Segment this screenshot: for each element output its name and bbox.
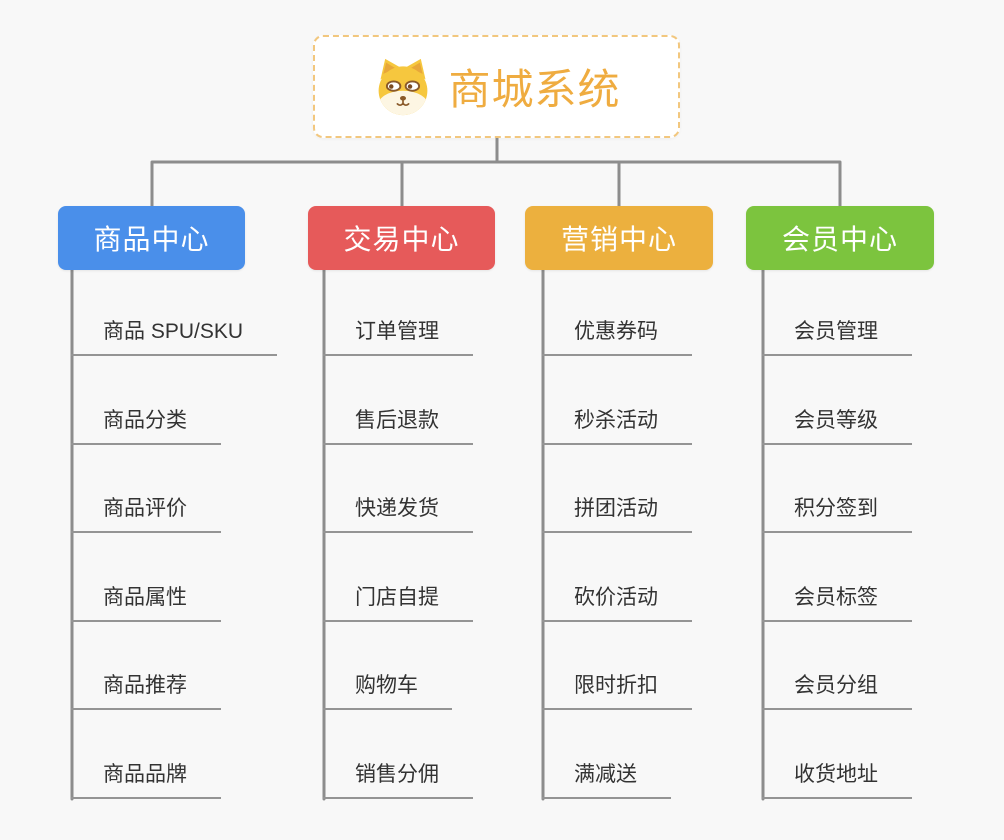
branch-node-product[interactable]: 商品中心: [58, 206, 245, 270]
leaf-node[interactable]: 商品 SPU/SKU: [71, 315, 278, 356]
leaf-node[interactable]: 门店自提: [323, 581, 473, 622]
leaf-node[interactable]: 优惠券码: [542, 315, 692, 356]
leaf-node[interactable]: 砍价活动: [542, 581, 692, 622]
branch-label: 商品中心: [93, 224, 210, 255]
root-node-mall-system[interactable]: 商城系统: [313, 35, 680, 138]
branch-node-member[interactable]: 会员中心: [746, 206, 934, 270]
root-title: 商城系统: [448, 66, 621, 113]
leaf-node[interactable]: 收货地址: [762, 758, 912, 799]
leaf-node[interactable]: 会员分组: [762, 669, 912, 710]
leaf-node[interactable]: 拼团活动: [542, 492, 692, 533]
leaf-node[interactable]: 商品分类: [71, 404, 221, 445]
leaf-node[interactable]: 订单管理: [323, 315, 473, 356]
leaf-node[interactable]: 购物车: [323, 669, 452, 710]
shiba-dog-icon: [379, 58, 428, 115]
leaf-node[interactable]: 会员等级: [762, 404, 912, 445]
leaf-node[interactable]: 满减送: [542, 758, 671, 799]
leaf-node[interactable]: 积分签到: [762, 492, 912, 533]
branch-label: 交易中心: [343, 224, 460, 255]
branch-label: 营销中心: [560, 224, 677, 255]
leaf-node[interactable]: 售后退款: [323, 404, 473, 445]
branch-node-trade[interactable]: 交易中心: [308, 206, 495, 270]
leaf-node[interactable]: 商品品牌: [71, 758, 221, 799]
leaf-node[interactable]: 商品评价: [71, 492, 221, 533]
leaf-node[interactable]: 快递发货: [323, 492, 473, 533]
leaf-node[interactable]: 会员管理: [762, 315, 912, 356]
leaf-node[interactable]: 商品推荐: [71, 669, 221, 710]
branch-label: 会员中心: [781, 224, 898, 255]
leaf-node[interactable]: 商品属性: [71, 581, 221, 622]
leaf-node[interactable]: 限时折扣: [542, 669, 692, 710]
leaf-node[interactable]: 会员标签: [762, 581, 912, 622]
leaf-node[interactable]: 秒杀活动: [542, 404, 692, 445]
branch-node-marketing[interactable]: 营销中心: [525, 206, 713, 270]
leaf-node[interactable]: 销售分佣: [323, 758, 473, 799]
